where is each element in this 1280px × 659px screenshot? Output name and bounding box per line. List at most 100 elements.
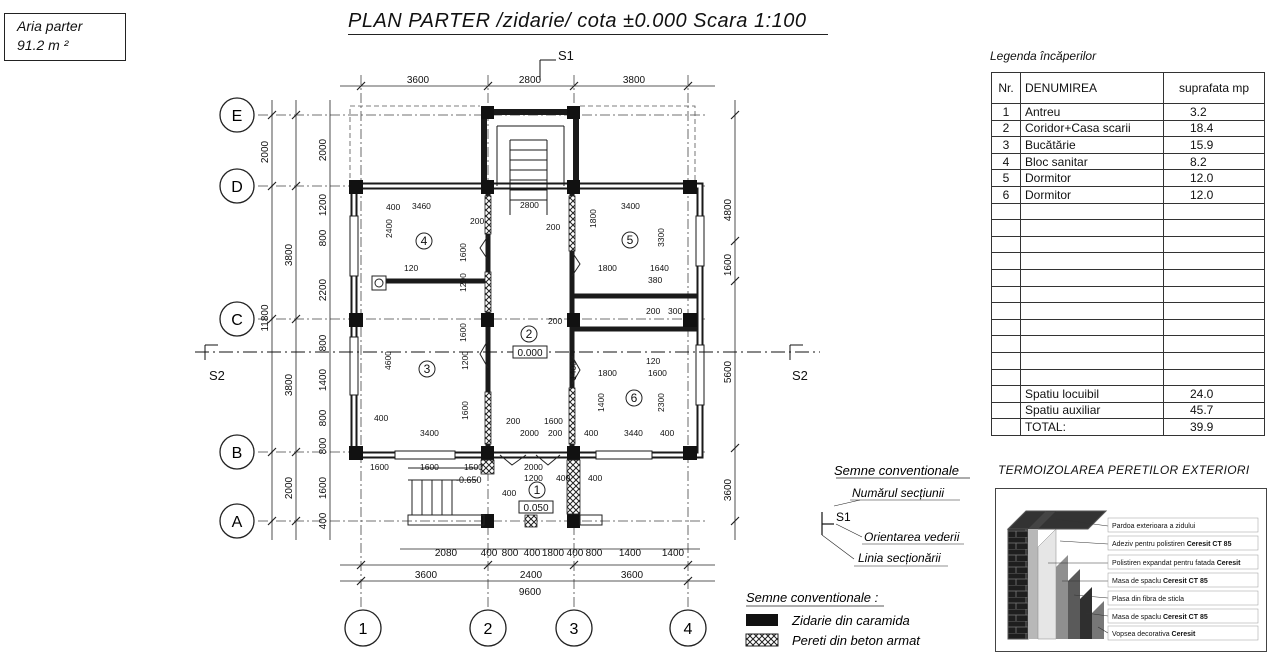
axis-row-d: D bbox=[231, 179, 243, 196]
svg-text:1800: 1800 bbox=[588, 209, 598, 228]
svg-text:2400: 2400 bbox=[384, 219, 394, 238]
svg-text:1600: 1600 bbox=[370, 462, 389, 472]
dim-li-7: 800 bbox=[318, 409, 329, 426]
legend-cell-nr: 5 bbox=[991, 169, 1021, 187]
legend-cell-area bbox=[1163, 335, 1265, 353]
legend-row-empty bbox=[991, 202, 1265, 221]
svg-text:400: 400 bbox=[374, 413, 388, 423]
legend-cell-area bbox=[1163, 202, 1265, 221]
svg-text:120: 120 bbox=[404, 263, 418, 273]
svg-text:400: 400 bbox=[588, 473, 602, 483]
dimension-texts: 3600 2800 3800 3600 2400 3600 9600 2080 … bbox=[407, 75, 685, 598]
dim-top-2: 2800 bbox=[519, 75, 542, 86]
legend-cell-nr bbox=[991, 202, 1021, 221]
concrete-swatch bbox=[745, 633, 779, 647]
svg-text:200: 200 bbox=[548, 428, 562, 438]
legend-cell-nr bbox=[991, 418, 1021, 436]
exterior-walls bbox=[350, 182, 704, 459]
legend-cell-area: 12.0 bbox=[1163, 169, 1265, 187]
svg-text:4600: 4600 bbox=[383, 351, 393, 370]
legend-cell-name bbox=[1020, 268, 1164, 287]
dim-left-2: 3800 bbox=[284, 243, 295, 266]
legend-cell-nr bbox=[991, 235, 1021, 254]
dim-left-3: 3800 bbox=[284, 373, 295, 396]
dim-li-8: 800 bbox=[318, 437, 329, 454]
dim-bottom-2: 2400 bbox=[520, 570, 543, 581]
dim-left-4: 2000 bbox=[284, 476, 295, 499]
dim-bottom-1: 3600 bbox=[415, 570, 438, 581]
dim-bd-9: 1400 bbox=[662, 548, 685, 559]
legend-cell-area bbox=[1163, 302, 1265, 320]
svg-text:400: 400 bbox=[584, 428, 598, 438]
dim-li-5: 800 bbox=[318, 334, 329, 351]
dim-li-9: 1600 bbox=[318, 476, 329, 499]
legend-cell-nr bbox=[991, 268, 1021, 287]
legend-cell-name: Spatiu auxiliar bbox=[1020, 401, 1164, 420]
dim-bottom-3: 3600 bbox=[621, 570, 644, 581]
dim-bd-5: 1800 bbox=[542, 548, 565, 559]
svg-text:200: 200 bbox=[546, 222, 560, 232]
legend-title: Legenda încăperilor bbox=[990, 49, 1097, 63]
legend-cell-name: Bucătărie bbox=[1020, 136, 1164, 154]
dim-li-2: 1200 bbox=[318, 193, 329, 216]
plan-title: PLAN PARTER /zidarie/ cota ±0.000 Scara … bbox=[348, 10, 828, 35]
dim-bd-3: 800 bbox=[502, 548, 519, 559]
svg-text:200: 200 bbox=[548, 316, 562, 326]
legend-cell-nr: 2 bbox=[991, 119, 1021, 138]
legend-row-empty bbox=[991, 285, 1265, 304]
axis-col-3: 3 bbox=[570, 621, 579, 638]
axis-row-a: A bbox=[232, 514, 243, 531]
materials-concrete: Pereti din beton armat bbox=[792, 633, 921, 648]
legend-cell-nr bbox=[991, 335, 1021, 353]
dim-bd-1: 2080 bbox=[435, 548, 458, 559]
legend-cell-area: 45.7 bbox=[1163, 401, 1265, 420]
area-box: Aria parter 91.2 m ² bbox=[4, 13, 126, 61]
brick-swatch bbox=[746, 614, 778, 626]
legend-cell-area bbox=[1163, 252, 1265, 270]
legend-cell-area bbox=[1163, 268, 1265, 287]
legend-cell-name: Coridor+Casa scarii bbox=[1020, 119, 1164, 138]
legend-cell-nr: 1 bbox=[991, 103, 1021, 121]
legend-cell-nr: 4 bbox=[991, 152, 1021, 171]
room-1: 1 bbox=[534, 483, 541, 497]
svg-text:200: 200 bbox=[506, 416, 520, 426]
legend-row-empty bbox=[991, 219, 1265, 237]
legend-cell-nr bbox=[991, 302, 1021, 320]
svg-text:3400: 3400 bbox=[420, 428, 439, 438]
layer-2: Adeziv pentru polistiren Ceresit CT 85 bbox=[1112, 541, 1232, 548]
dim-li-10: 400 bbox=[318, 512, 329, 529]
legend-row-empty bbox=[991, 368, 1265, 387]
legend-cell-name bbox=[1020, 219, 1164, 237]
layer-5: Plasa din fibra de sticla bbox=[1112, 596, 1184, 603]
svg-text:1400: 1400 bbox=[568, 361, 578, 380]
concrete-walls bbox=[480, 195, 581, 528]
legend-row-empty bbox=[991, 318, 1265, 337]
svg-text:1200: 1200 bbox=[460, 351, 470, 370]
layer-6: Masa de spaclu Ceresit CT 85 bbox=[1112, 614, 1208, 621]
legend-cell-name: Dormitor bbox=[1020, 169, 1164, 187]
legend-cell-name bbox=[1020, 285, 1164, 304]
legend-cell-nr: 3 bbox=[991, 136, 1021, 154]
legend-cell-area: 15.9 bbox=[1163, 136, 1265, 154]
area-value: 91.2 m ² bbox=[17, 37, 69, 53]
material-legend: Semne conventionale : Zidarie din carami… bbox=[745, 590, 921, 648]
legend-cell-name: Antreu bbox=[1020, 103, 1164, 121]
legend-cell-nr bbox=[991, 385, 1021, 403]
dim-right-1: 4800 bbox=[723, 198, 734, 221]
legend-total-row: TOTAL:39.9 bbox=[991, 418, 1265, 436]
legend-cell-name bbox=[1020, 368, 1164, 387]
svg-text:1640: 1640 bbox=[650, 263, 669, 273]
layer-1: Pardoa exterioara a zidului bbox=[1112, 523, 1196, 530]
legend-cell-nr bbox=[991, 219, 1021, 237]
axis-row-e: E bbox=[232, 108, 243, 125]
legend-cell-name bbox=[1020, 318, 1164, 337]
section-convention: Semne conventionale Numărul secțiunii S1… bbox=[821, 463, 970, 567]
svg-text:1200: 1200 bbox=[458, 273, 468, 292]
svg-text:400: 400 bbox=[660, 428, 674, 438]
legend-cell-name: Spatiu locuibil bbox=[1020, 385, 1164, 403]
legend-cell-area: 12.0 bbox=[1163, 185, 1265, 204]
legend-cell-name: Bloc sanitar bbox=[1020, 152, 1164, 171]
